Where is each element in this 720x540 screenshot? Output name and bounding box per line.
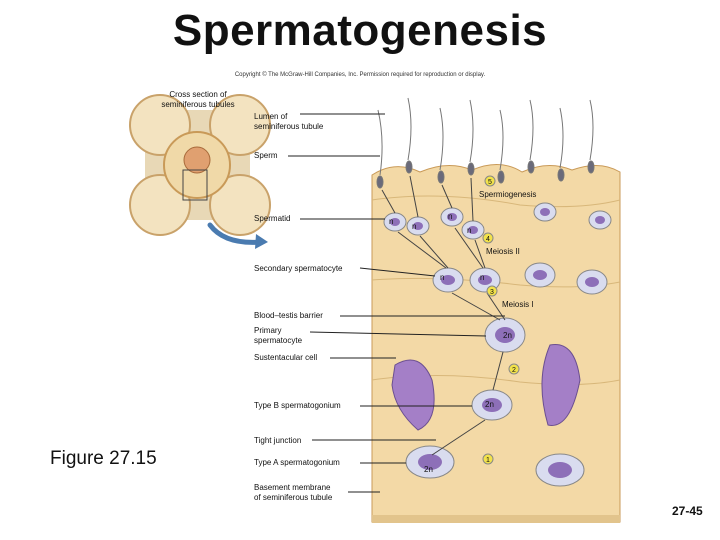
ploidy-spermatid-2: n: [412, 222, 416, 231]
sperm-cells: [376, 97, 595, 189]
ploidy-spermatid-1: n: [389, 217, 393, 226]
inset-caption: Cross section of seminiferous tubules: [153, 90, 243, 110]
step-5-number: 5: [488, 179, 492, 186]
ploidy-secondary-1: n: [440, 273, 444, 282]
page-number: 27-45: [672, 504, 703, 518]
label-type-a-spermatogonium: Type A spermatogonium: [254, 458, 340, 467]
label-lumen-line2: seminiferous tubule: [254, 122, 324, 131]
label-tight-junction: Tight junction: [254, 436, 302, 445]
ploidy-spermatid-3: n: [448, 212, 452, 221]
secondary-spermatocyte-cells: [432, 262, 608, 295]
label-spermatid: Spermatid: [254, 214, 291, 223]
ploidy-secondary-2: n: [480, 273, 484, 282]
ploidy-primary: 2n: [503, 331, 512, 340]
label-primary-line2: spermatocyte: [254, 336, 303, 345]
copyright-notice: Copyright © The McGraw-Hill Companies, I…: [234, 72, 486, 78]
label-sperm: Sperm: [254, 151, 278, 160]
inset-cross-section: [129, 94, 271, 236]
label-basement-membrane: Basement membrane of seminiferous tubule: [254, 483, 332, 503]
step-5-label: Spermiogenesis: [479, 190, 537, 199]
spermatid-cells: [383, 202, 612, 240]
label-basement-line2: of seminiferous tubule: [254, 493, 333, 502]
label-secondary-spermatocyte: Secondary spermatocyte: [254, 264, 343, 273]
page-title: Spermatogenesis: [172, 6, 548, 55]
primary-spermatocyte-cell: [484, 317, 526, 353]
ploidy-spermatid-4: n: [467, 226, 471, 235]
type-b-spermatogonium-cell: [471, 389, 513, 421]
label-blood-testis-barrier: Blood–testis barrier: [254, 311, 323, 320]
step-4-number: 4: [486, 236, 490, 243]
label-basement-line1: Basement membrane: [254, 483, 331, 492]
inset-caption-line2: seminiferous tubules: [161, 100, 235, 109]
label-primary-spermatocyte: Primary spermatocyte: [254, 326, 302, 346]
sustentacular-cells: [391, 343, 581, 431]
ploidy-typeB: 2n: [485, 400, 494, 409]
step-3-number: 3: [490, 289, 494, 296]
figure-label: Figure 27.15: [50, 448, 157, 469]
label-sustentacular-cell: Sustentacular cell: [254, 353, 318, 362]
inset-caption-line1: Cross section of: [169, 90, 227, 99]
ploidy-typeA: 2n: [424, 465, 433, 474]
type-a-spermatogonium-cell: [405, 445, 585, 487]
label-type-b-spermatogonium: Type B spermatogonium: [254, 401, 341, 410]
label-primary-line1: Primary: [254, 326, 282, 335]
step-1-number: 1: [486, 457, 490, 464]
step-2-number: 2: [512, 367, 516, 374]
leader-lines: [288, 113, 505, 493]
label-lumen: Lumen of seminiferous tubule: [254, 112, 323, 132]
step-3-label: Meiosis I: [502, 300, 534, 309]
step-markers: [482, 175, 520, 465]
step-4-label: Meiosis II: [486, 247, 520, 256]
label-lumen-line1: Lumen of: [254, 112, 288, 121]
